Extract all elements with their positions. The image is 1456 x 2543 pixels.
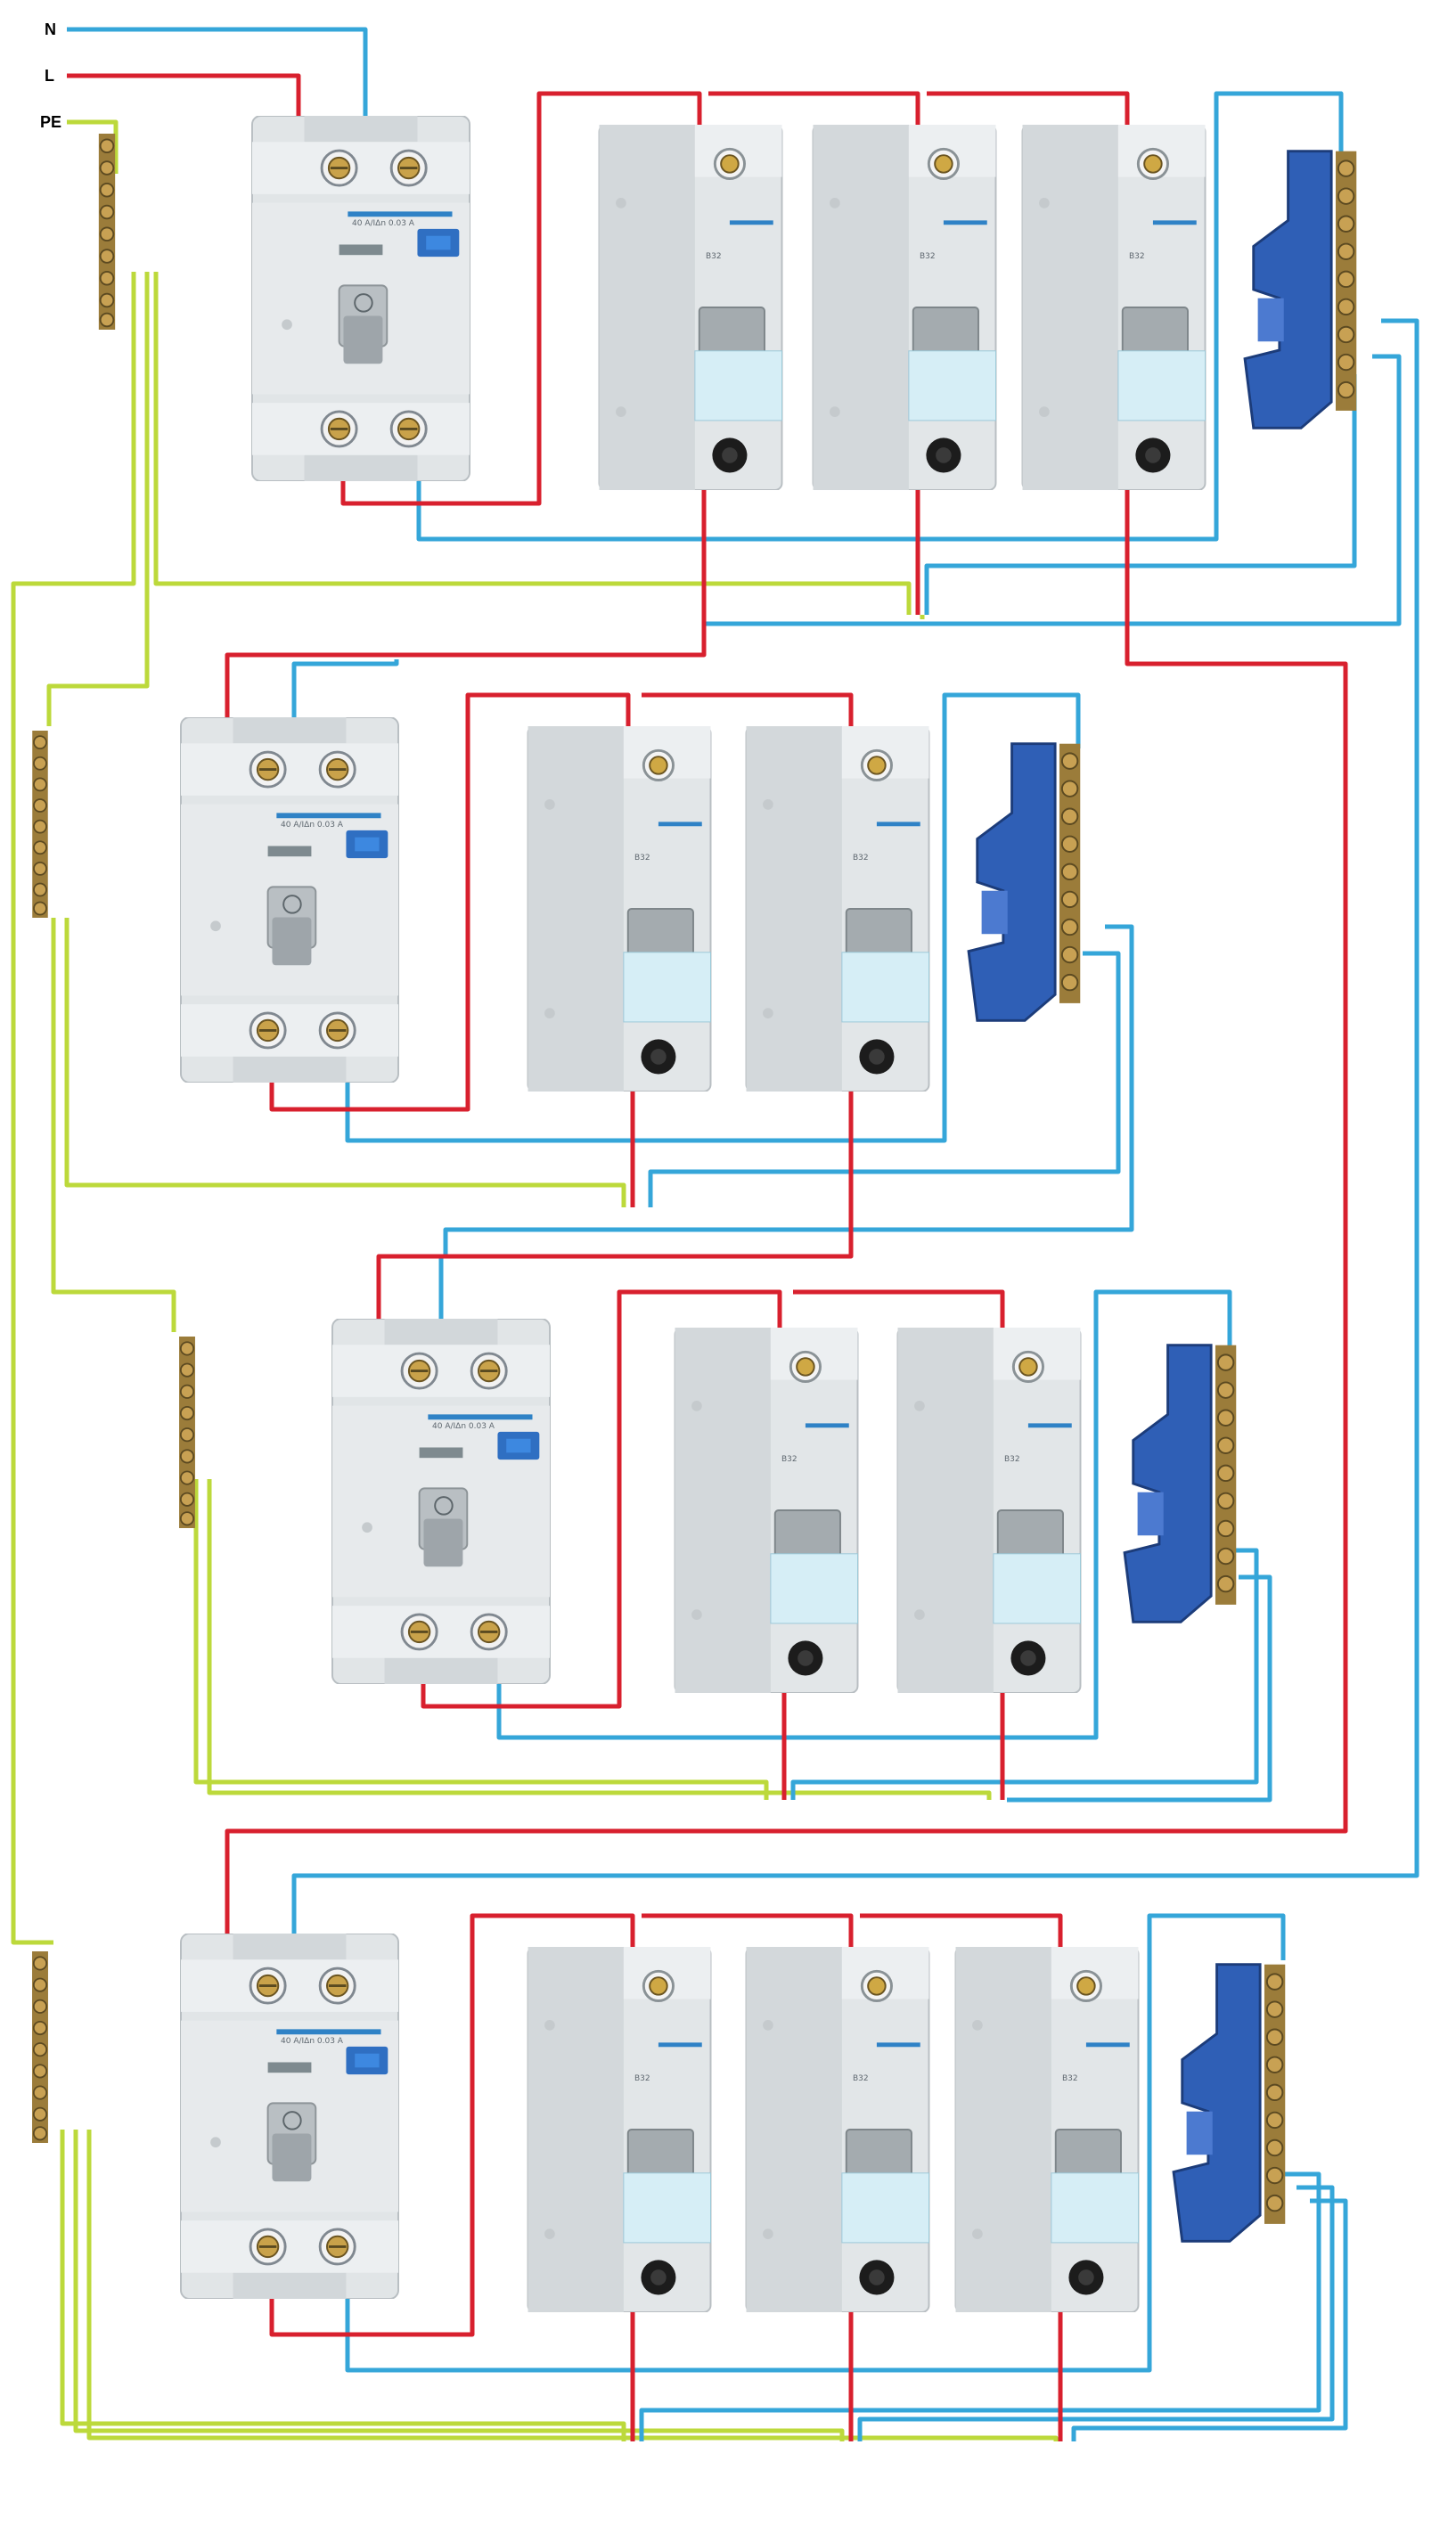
earth-wires (11, 119, 1059, 2441)
legend: N L PE (40, 20, 61, 131)
pe-feed-wire (67, 119, 119, 174)
mcb-2-2-rating: B32 (853, 854, 869, 863)
group1-n-wire (291, 318, 1419, 1934)
mcb-1-3-rating: B32 (1129, 252, 1145, 261)
mcb-1-2 (812, 125, 997, 490)
group3-n-wire (1007, 1574, 1272, 1803)
group1-l-wire (340, 91, 702, 506)
mcb-3-2-rating: B32 (1004, 1455, 1020, 1464)
group2-n-wire (345, 692, 1081, 1143)
rcd-4-rating: 40 A/IΔn 0.03 A (281, 2037, 344, 2046)
group3-earth-wire (207, 1479, 992, 1800)
group3-l-wire (793, 1289, 1005, 1337)
neutral-terminal-block-3 (1123, 1344, 1238, 1623)
group-4: 40 A/IΔn 0.03 A B32 B32 B32 (179, 1934, 1287, 2312)
group2-n-wire (291, 659, 399, 717)
group3-n-wire (496, 1289, 1232, 1740)
group4-n-wire (1071, 2198, 1348, 2441)
mcb-4-3-rating: B32 (1062, 2074, 1078, 2083)
mcb-2-2 (745, 726, 930, 1092)
group-2: 40 A/IΔn 0.03 A B32 B32 (179, 717, 1082, 1092)
group4-l-wire (269, 1913, 635, 2337)
mcb-4-1 (527, 1947, 712, 2312)
mcb-4-2 (745, 1947, 930, 2312)
group4-n-wire (345, 1913, 1286, 2373)
neutral-terminal-block-2 (967, 742, 1082, 1022)
neutral-terminal-block-1 (1243, 150, 1358, 429)
neutral-terminal-block-4 (1172, 1963, 1287, 2243)
pe-riser-wire (51, 918, 176, 1332)
group3-l-wire (421, 1289, 782, 1709)
group2-l-wire (376, 1083, 854, 1323)
group2-l-wire (269, 692, 631, 1112)
rcd-1 (250, 116, 471, 481)
group-3: 40 A/IΔn 0.03 A B32 B32 (331, 1319, 1238, 1693)
live-wires (67, 73, 1348, 2441)
group1-l-wire (225, 481, 1348, 1934)
mcb-1-2-rating: B32 (920, 252, 936, 261)
group2-l-wire (642, 692, 854, 740)
mcb-3-1-rating: B32 (781, 1455, 798, 1464)
mcb-4-3 (954, 1947, 1140, 2312)
mcb-1-1 (598, 125, 783, 490)
group4-n-wire (857, 2185, 1335, 2441)
rcd-3-rating: 40 A/IΔn 0.03 A (432, 1422, 495, 1431)
group3-n-wire (790, 1548, 1259, 1800)
earth-busbar-3 (178, 1337, 196, 1528)
rcd-2 (179, 717, 400, 1083)
earth-busbar-2 (31, 731, 49, 918)
group2-n-wire (648, 951, 1121, 1207)
group4-n-wire (639, 2171, 1321, 2441)
legend-n-label: N (45, 20, 56, 38)
n-feed-wire (67, 27, 368, 125)
mcb-1-3 (1021, 125, 1207, 490)
group1-n-wire (416, 91, 1344, 542)
rcd-1-rating: 40 A/IΔn 0.03 A (352, 219, 415, 228)
l-feed-wire (67, 73, 301, 125)
group1-l-wire (708, 91, 920, 134)
mcb-3-1 (674, 1328, 859, 1693)
legend-pe-label: PE (40, 113, 61, 131)
mcb-2-1 (527, 726, 712, 1092)
earth-busbar-main (97, 134, 117, 330)
rcd-2-rating: 40 A/IΔn 0.03 A (281, 821, 344, 830)
group1-n-wire (924, 374, 1357, 615)
mcb-4-1-rating: B32 (634, 2074, 650, 2083)
mcb-2-1-rating: B32 (634, 854, 650, 863)
group1-earth-wire (153, 272, 912, 615)
rcd-3 (331, 1319, 552, 1684)
group4-l-wire (860, 1913, 1063, 1960)
group1-l-wire (225, 481, 707, 717)
group4-earth-wire (86, 2130, 1059, 2441)
legend-l-label: L (45, 67, 54, 85)
earth-busbar-4 (31, 1951, 49, 2143)
group1-l-wire (927, 91, 1130, 134)
group4-l-wire (642, 1913, 854, 1960)
pe-riser-wire (11, 272, 136, 1945)
group-1: 40 A/IΔn 0.03 A B32 B32 B32 (250, 116, 1358, 490)
mcb-4-2-rating: B32 (853, 2074, 869, 2083)
neutral-wires (67, 27, 1419, 2441)
rcd-4 (179, 1934, 400, 2299)
pe-riser-wire (46, 272, 150, 726)
mcb-1-1-rating: B32 (706, 252, 722, 261)
group2-earth-wire (64, 918, 626, 1207)
mcb-3-2 (896, 1328, 1082, 1693)
